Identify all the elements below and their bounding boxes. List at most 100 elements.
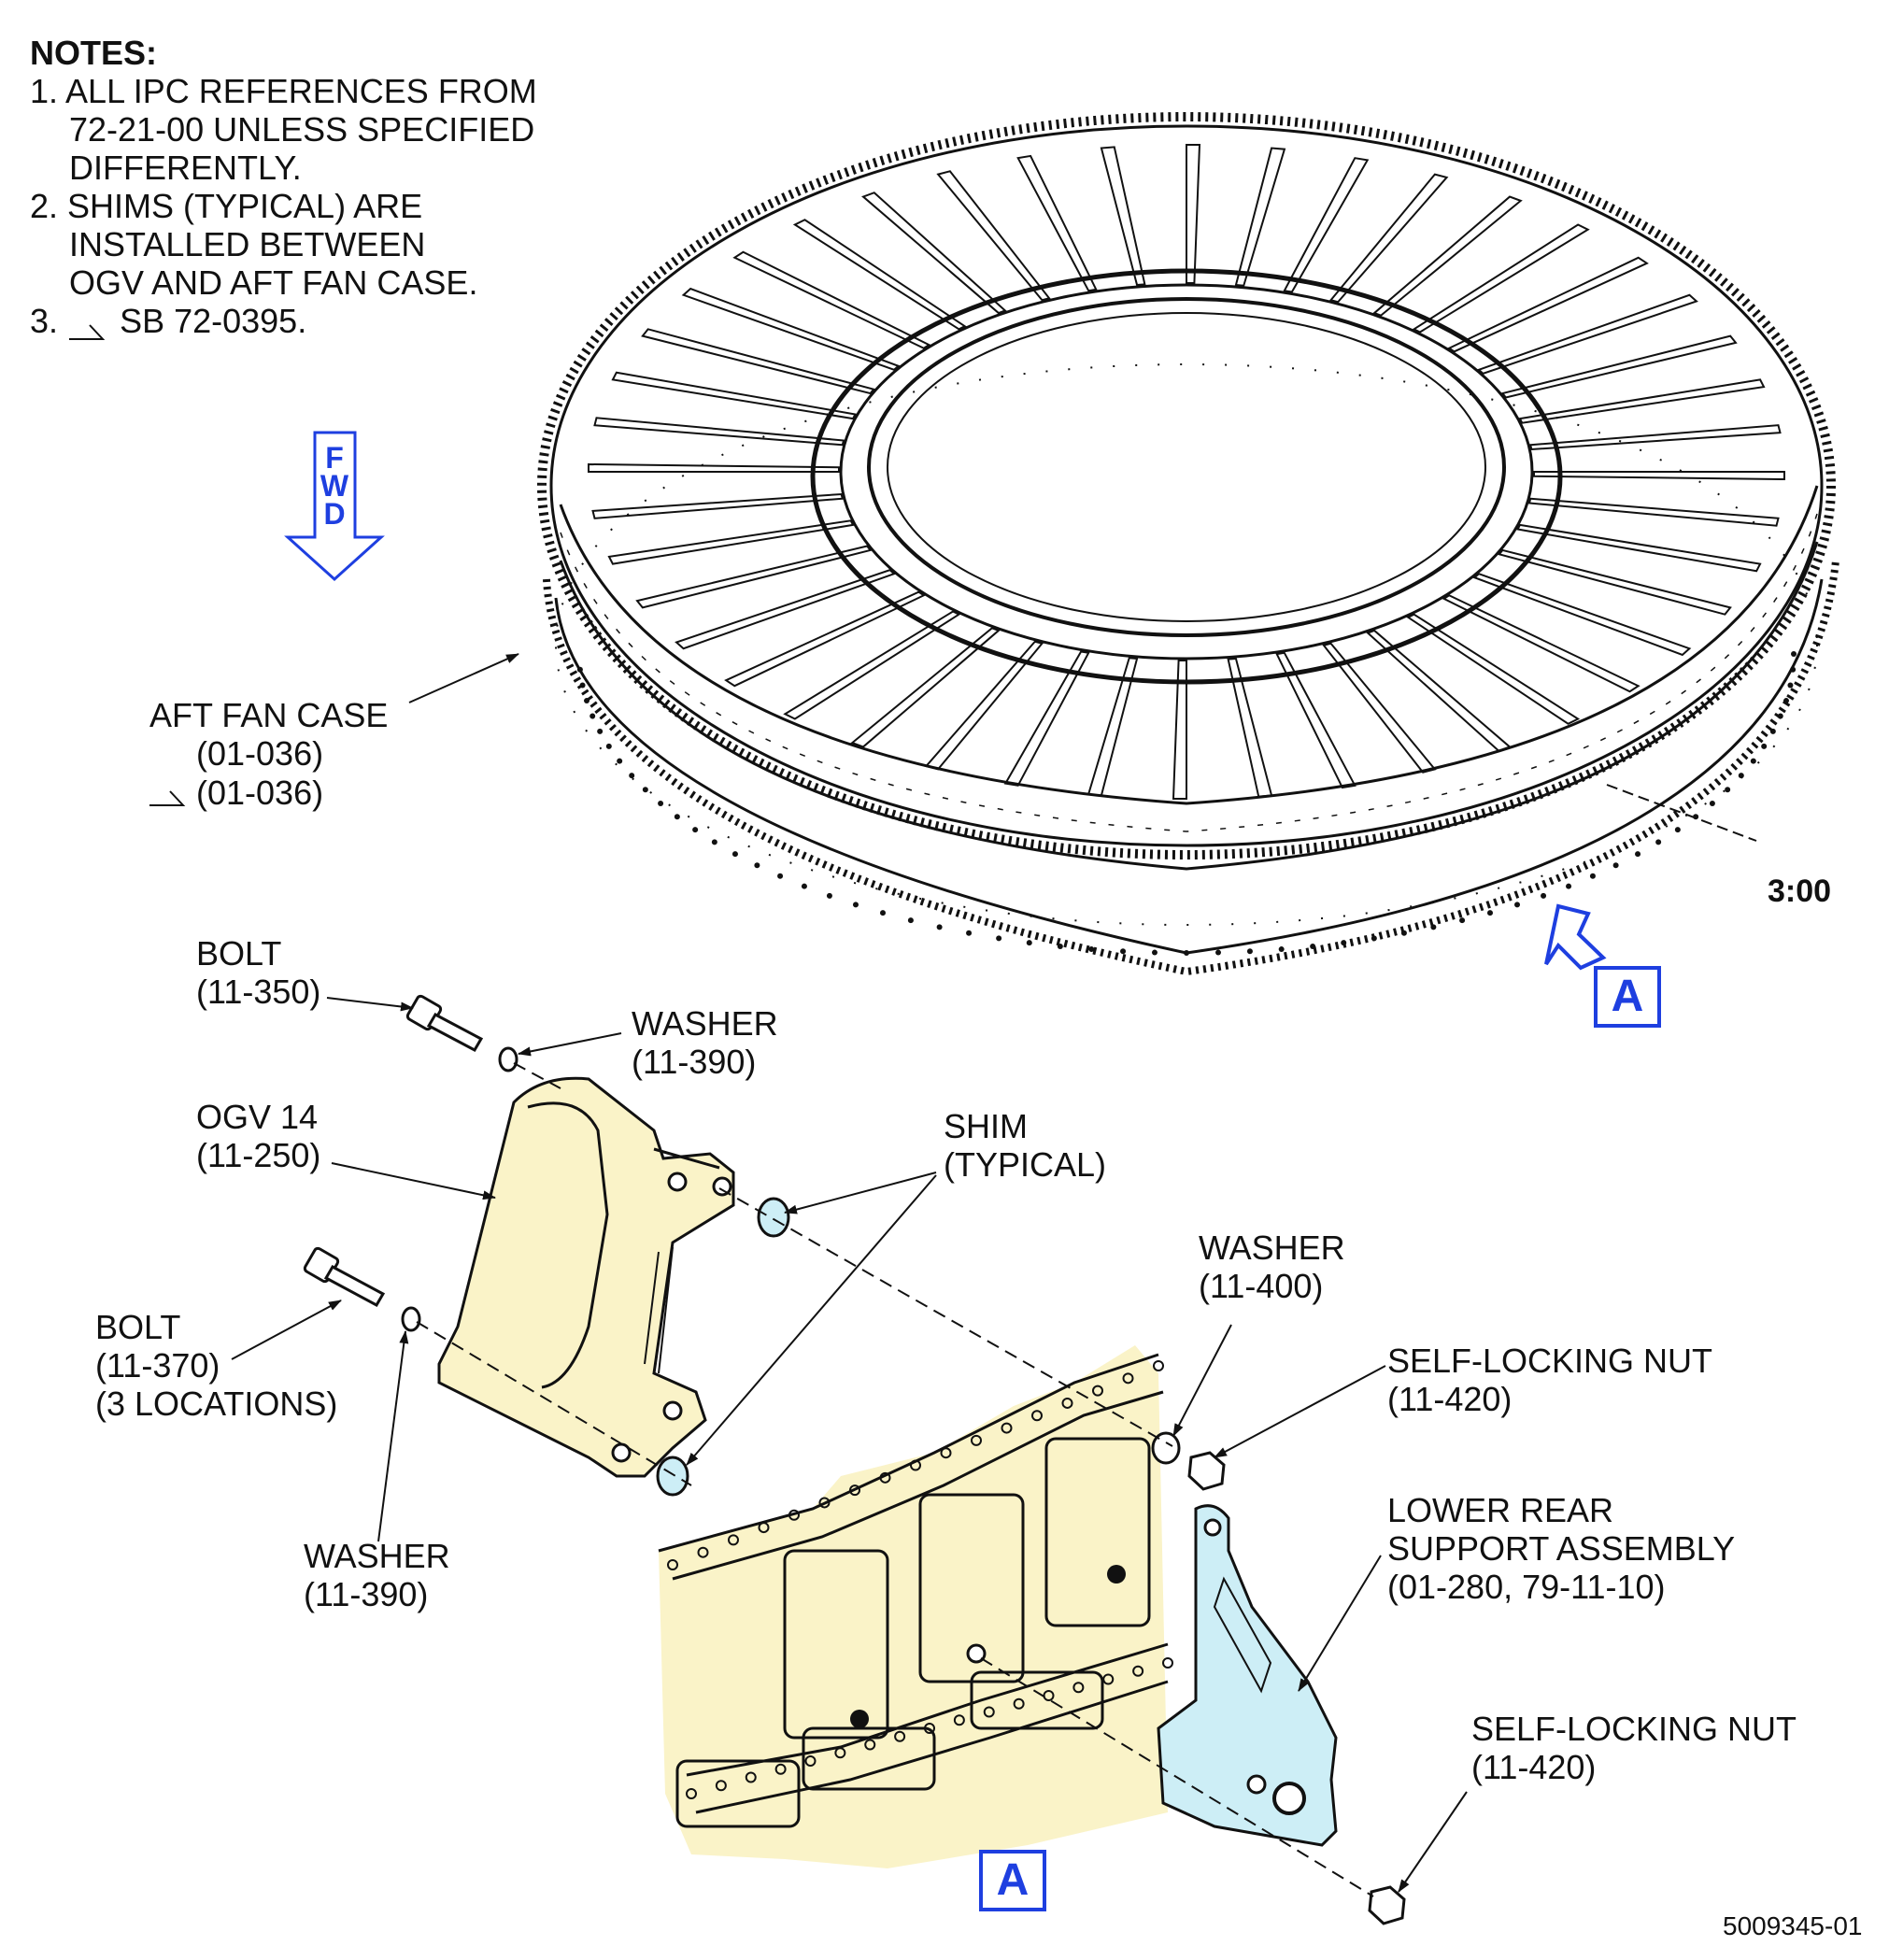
vane	[635, 545, 873, 609]
segment-hole	[864, 1739, 876, 1751]
bolt-hole	[880, 910, 886, 916]
vane	[850, 627, 1001, 748]
callout-nut-a: SELF-LOCKING NUT	[1387, 1342, 1713, 1380]
callout-bolt-a: BOLT	[196, 934, 282, 973]
bolt-hole	[658, 801, 664, 806]
vane	[607, 519, 855, 565]
vane	[1328, 173, 1449, 304]
vane	[724, 590, 926, 688]
segment-hole	[971, 1434, 982, 1446]
note-2-cont: INSTALLED BETWEEN	[69, 225, 426, 263]
bolt-hole	[1120, 948, 1127, 955]
ogv-14-part	[437, 1076, 735, 1478]
vane	[1447, 256, 1649, 353]
vane	[1518, 378, 1766, 424]
bolt-hole	[731, 851, 738, 858]
callout-bolt-b-ref: (11-370)	[95, 1346, 220, 1385]
segment-hole	[940, 1447, 952, 1459]
callout-shim-ref: (TYPICAL)	[944, 1145, 1107, 1184]
vane	[1016, 154, 1098, 292]
vane	[1003, 650, 1090, 787]
segment-hole	[1031, 1410, 1043, 1422]
segment-hole	[894, 1730, 906, 1742]
segment-hole	[818, 1497, 831, 1509]
bolt-hole	[936, 924, 943, 930]
bolt-hole	[1151, 949, 1158, 956]
segment-hole	[983, 1706, 995, 1718]
vane	[936, 170, 1051, 302]
bolt-hole	[1589, 873, 1596, 879]
segment-hole	[953, 1714, 965, 1726]
segment-hole	[849, 1484, 860, 1497]
vane	[593, 417, 845, 447]
callout-washer-b: WASHER	[304, 1537, 450, 1575]
callout-washer-c-ref: (11-400)	[1199, 1267, 1324, 1305]
segment-hole	[1061, 1397, 1073, 1409]
note-2-cont-2: OGV AND AFT FAN CASE.	[69, 263, 478, 302]
segment-hole	[1102, 1673, 1115, 1685]
washer-11-390-lower	[401, 1306, 421, 1332]
segment-hole	[910, 1459, 921, 1471]
bolt-hole	[605, 743, 612, 749]
bolt-hole	[1278, 946, 1285, 953]
bolt-hole	[1487, 910, 1493, 916]
bolt-hole	[1674, 827, 1681, 833]
callout-support: LOWER REAR	[1387, 1491, 1614, 1529]
bolt-hole	[1709, 801, 1715, 806]
callout-shim: SHIM	[944, 1107, 1028, 1145]
bolt-hole	[966, 930, 973, 936]
vane	[1283, 157, 1370, 293]
note-3-number: 3.	[30, 302, 59, 340]
segment-hole	[1072, 1682, 1085, 1694]
fwd-label: F W D	[318, 443, 351, 531]
callout-aft-fan-case: AFT FAN CASE	[149, 696, 389, 734]
bolt-hole	[1635, 851, 1641, 858]
callout-bolt-b: BOLT	[95, 1308, 181, 1346]
bolt-hole	[711, 839, 717, 845]
vane	[1366, 629, 1512, 752]
bolt-hole	[692, 827, 699, 833]
sb-flag-icon-note	[69, 324, 106, 340]
note-3-text: SB 72-0395.	[120, 302, 307, 340]
bolt-11-350	[405, 994, 484, 1053]
washer-11-400	[1151, 1431, 1181, 1465]
vane	[861, 192, 1007, 315]
vane	[641, 328, 875, 395]
callout-washer-a-ref: (11-390)	[632, 1043, 757, 1081]
callout-bolt-a-ref: (11-350)	[196, 973, 321, 1011]
bolt-hole	[801, 883, 807, 889]
segment-hole	[686, 1788, 697, 1799]
vane	[1442, 594, 1640, 693]
vane	[792, 219, 967, 331]
callout-support-ref: (01-280, 79-11-10)	[1387, 1568, 1666, 1606]
fwd-letter-d: D	[323, 497, 346, 531]
vane	[1087, 657, 1139, 797]
callout-aft-fan-case-ref-sb: (01-036)	[196, 774, 324, 812]
vane	[681, 287, 901, 371]
bolt-hole	[1514, 902, 1521, 908]
forward-direction-arrow	[284, 431, 385, 582]
vane	[1412, 223, 1590, 334]
note-1-cont: 72-21-00 UNLESS SPECIFIED	[69, 110, 535, 149]
vane	[1500, 334, 1738, 399]
bolt-hole	[1057, 944, 1063, 950]
bolt-hole	[1566, 883, 1572, 889]
vane	[1528, 424, 1782, 451]
callout-nut-b: SELF-LOCKING NUT	[1471, 1710, 1797, 1748]
notes-heading: NOTES:	[30, 34, 158, 72]
segment-hole	[1122, 1372, 1134, 1385]
bolt-hole	[617, 758, 623, 764]
segment-hole	[715, 1780, 727, 1792]
segment-hole	[697, 1546, 709, 1558]
bolt-hole	[1750, 758, 1756, 764]
segment-hole	[774, 1763, 787, 1775]
bolt-hole	[1761, 743, 1768, 749]
bolt-hole	[1246, 948, 1253, 955]
note-2: 2. SHIMS (TYPICAL) ARE	[30, 187, 423, 225]
bolt-hole	[642, 787, 648, 793]
bolt-hole	[579, 682, 586, 689]
self-locking-nut-upper	[1187, 1451, 1226, 1491]
callout-ogv-ref: (11-250)	[196, 1136, 321, 1174]
bolt-hole	[1459, 917, 1466, 924]
bolt-hole	[1371, 935, 1377, 942]
